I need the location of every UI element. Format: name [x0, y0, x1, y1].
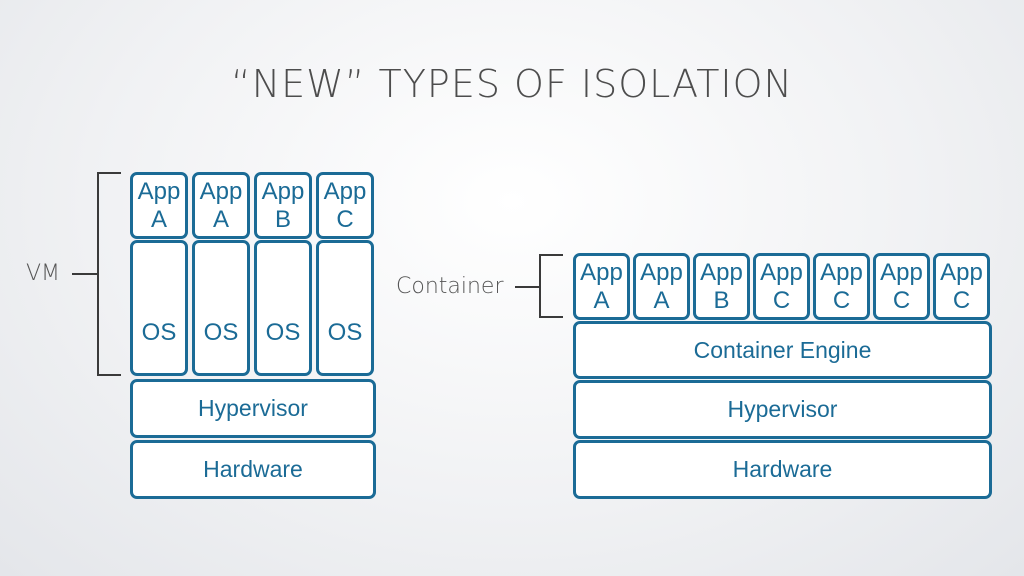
container-label: Container: [396, 274, 504, 299]
container-app-label: App: [940, 258, 983, 286]
container-app-box: App C: [933, 253, 990, 320]
container-hardware-label: Hardware: [732, 456, 833, 482]
container-app-label: App: [700, 258, 743, 286]
vm-app-label: App: [261, 177, 305, 205]
container-app-name: B: [713, 286, 730, 314]
container-engine-label: Container Engine: [693, 336, 872, 363]
container-brace: [539, 254, 563, 318]
vm-app-box: App A: [192, 172, 250, 239]
container-app-label: App: [580, 258, 623, 286]
container-brace-tick: [515, 286, 539, 288]
vm-app-label: App: [137, 177, 181, 205]
container-app-label: App: [820, 258, 863, 286]
vm-app-box: App A: [130, 172, 188, 239]
container-app-box: App A: [633, 253, 690, 320]
vm-app-box: App B: [254, 172, 312, 239]
container-app-label: App: [760, 258, 803, 286]
container-app-label: App: [880, 258, 923, 286]
container-engine-box: Container Engine: [573, 321, 992, 379]
vm-os-box: OS: [130, 240, 188, 376]
container-app-name: C: [892, 286, 911, 314]
container-app-name: C: [952, 286, 971, 314]
container-app-box: App A: [573, 253, 630, 320]
vm-os-box: OS: [192, 240, 250, 376]
container-app-box: App C: [813, 253, 870, 320]
vm-os-box: OS: [254, 240, 312, 376]
container-hardware-box: Hardware: [573, 440, 992, 499]
container-app-box: App B: [693, 253, 750, 320]
vm-hypervisor-box: Hypervisor: [130, 379, 376, 438]
vm-label: VM: [26, 261, 61, 286]
vm-hardware-box: Hardware: [130, 440, 376, 499]
vm-app-label: App: [323, 177, 367, 205]
container-app-label: App: [640, 258, 683, 286]
vm-app-name: A: [212, 205, 229, 233]
vm-app-name: C: [336, 205, 354, 233]
container-app-name: A: [653, 286, 670, 314]
vm-os-label: OS: [203, 319, 239, 346]
container-app-name: C: [832, 286, 851, 314]
vm-brace: [97, 172, 121, 376]
container-hypervisor-label: Hypervisor: [727, 396, 838, 422]
vm-app-box: App C: [316, 172, 374, 239]
container-hypervisor-box: Hypervisor: [573, 380, 992, 439]
container-app-name: C: [772, 286, 791, 314]
vm-os-label: OS: [265, 319, 301, 346]
vm-app-label: App: [199, 177, 243, 205]
container-app-name: A: [593, 286, 610, 314]
container-app-box: App C: [753, 253, 810, 320]
slide-title: “NEW” TYPES OF ISOLATION: [231, 62, 793, 106]
vm-hypervisor-label: Hypervisor: [198, 395, 308, 421]
vm-app-name: A: [150, 205, 167, 233]
vm-app-name: B: [274, 205, 291, 233]
vm-os-label: OS: [327, 319, 363, 346]
container-app-box: App C: [873, 253, 930, 320]
vm-brace-tick: [72, 273, 97, 275]
vm-os-label: OS: [141, 319, 177, 346]
vm-os-box: OS: [316, 240, 374, 376]
vm-hardware-label: Hardware: [203, 456, 303, 482]
